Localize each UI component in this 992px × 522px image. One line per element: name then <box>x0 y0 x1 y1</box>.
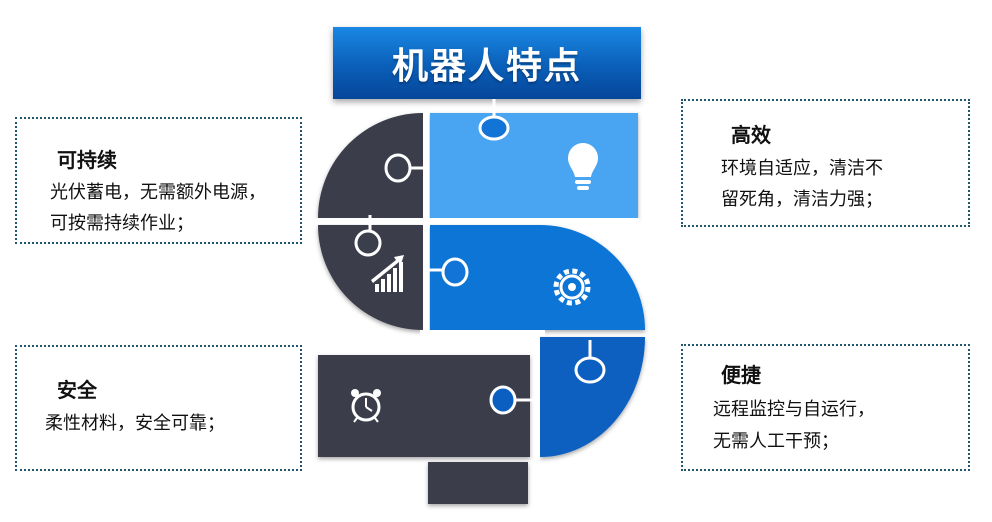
s-piece-mid-left <box>318 225 423 330</box>
feature-box-convenient: 便捷 远程监控与自运行， 无需人工干预； <box>681 344 970 471</box>
feature-title-sustainable: 可持续 <box>57 148 117 172</box>
feature-title-safe: 安全 <box>57 378 97 402</box>
s-piece-bottom-right <box>540 337 645 457</box>
lightbulb-icon <box>568 143 598 190</box>
s-piece-mid-right <box>430 225 645 330</box>
feature-desc-sustainable-line2: 可按需持续作业； <box>50 213 194 234</box>
feature-desc-efficient-line1: 环境自适应，清洁不 <box>721 158 883 179</box>
feature-desc-safe-line1: 柔性材料，安全可靠； <box>45 413 225 434</box>
growth-chart-icon <box>371 255 404 292</box>
alarm-clock-icon <box>351 389 381 423</box>
page-title: 机器人特点 <box>391 46 582 87</box>
puzzle-connectors <box>354 99 606 415</box>
feature-desc-convenient-line2: 无需人工干预； <box>713 431 839 452</box>
title-banner: 机器人特点 <box>333 27 641 99</box>
s-pedestal <box>428 462 528 504</box>
feature-desc-efficient-line2: 留死角，清洁力强； <box>721 189 883 210</box>
feature-title-efficient: 高效 <box>731 123 771 147</box>
s-piece-top-right <box>430 113 638 218</box>
feature-title-convenient: 便捷 <box>721 363 761 387</box>
feature-desc-sustainable-line1: 光伏蓄电，无需额外电源， <box>50 182 266 203</box>
gear-icon <box>553 268 591 306</box>
s-piece-top-left <box>318 113 423 218</box>
feature-box-safe: 安全 柔性材料，安全可靠； <box>15 345 302 471</box>
feature-desc-convenient-line1: 远程监控与自运行， <box>713 399 875 420</box>
feature-box-sustainable: 可持续 光伏蓄电，无需额外电源， 可按需持续作业； <box>15 117 302 244</box>
feature-box-efficient: 高效 环境自适应，清洁不 留死角，清洁力强； <box>681 99 970 227</box>
